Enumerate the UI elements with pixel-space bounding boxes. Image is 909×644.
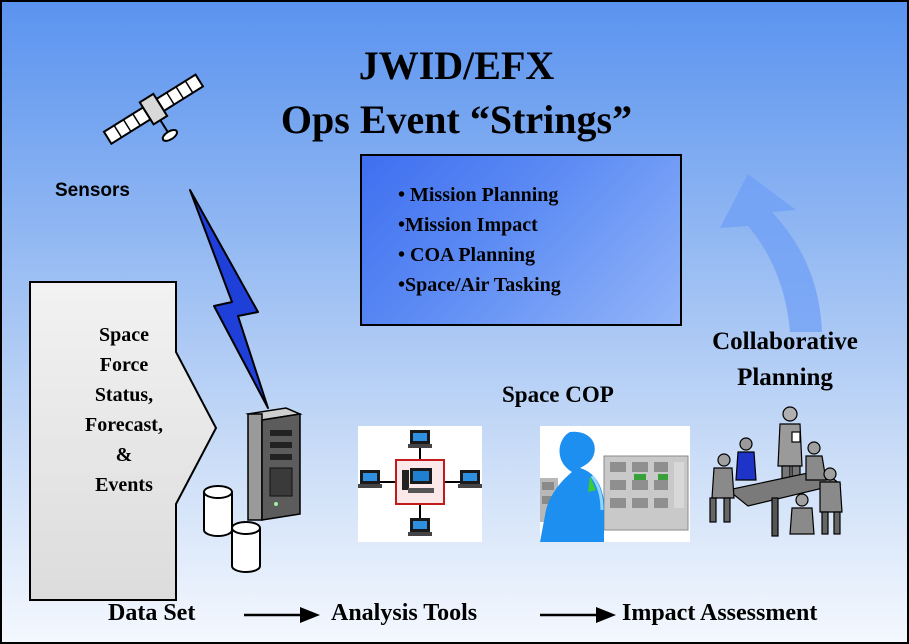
mission-item: • COA Planning <box>398 244 536 266</box>
status-arrow-line: Status, <box>94 384 154 406</box>
status-arrow-line: Events <box>95 474 153 496</box>
title-line-2: Ops Event “Strings” <box>280 97 633 142</box>
status-arrow-line: & <box>115 444 133 466</box>
flow-arrow-icon <box>244 607 320 623</box>
curved-arrow-icon <box>720 174 822 332</box>
cop-display-icon <box>540 431 689 542</box>
mission-box: • Mission Planning •Mission Impact • COA… <box>360 154 682 326</box>
satellite-icon <box>102 73 205 146</box>
status-arrow-line: Force <box>99 354 149 376</box>
flow-arrow-icon <box>540 607 616 623</box>
network-diagram-icon <box>358 430 482 536</box>
network-diagram-picture <box>358 426 482 542</box>
flow-label-impact-assessment: Impact Assessment <box>622 600 818 626</box>
database-cylinder-icon <box>203 485 261 573</box>
space-cop-label: Space COP <box>502 382 614 407</box>
mission-item: • Mission Planning <box>398 184 559 206</box>
status-arrow-line: Space <box>99 324 149 346</box>
collaborative-planning-label: Collaborative Planning <box>682 324 888 396</box>
cop-display-picture <box>540 426 690 542</box>
server-tower-icon <box>245 407 303 521</box>
flow-label-data-set: Data Set <box>108 600 196 626</box>
status-arrow-line: Forecast, <box>85 414 163 436</box>
status-arrow-text: Space Force Status, Forecast, & Events <box>64 320 184 500</box>
sensors-label: Sensors <box>55 180 130 201</box>
collaborative-line: Planning <box>737 364 833 391</box>
flow-label-analysis-tools: Analysis Tools <box>331 600 478 626</box>
mission-item: •Space/Air Tasking <box>398 274 561 296</box>
status-arrow-shape <box>29 281 218 601</box>
collaborative-line: Collaborative <box>712 328 858 355</box>
mission-item: •Mission Impact <box>398 214 538 236</box>
lightning-icon <box>189 189 269 409</box>
meeting-table-icon <box>709 406 843 537</box>
title-line-1: JWID/EFX <box>358 43 555 88</box>
flow-row: Data Set Analysis Tools Impact Assessmen… <box>2 600 907 634</box>
